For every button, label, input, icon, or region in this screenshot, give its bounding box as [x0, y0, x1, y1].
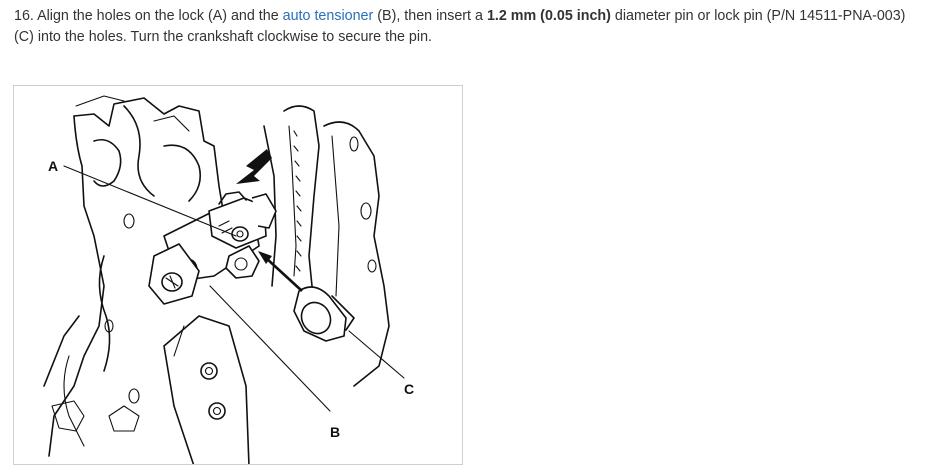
callout-label-b: B [330, 424, 340, 440]
pin-arrow-head-icon [258, 251, 272, 264]
step-text-part-1: Align the holes on the lock (A) and the [37, 8, 279, 24]
step-number: 16. [14, 8, 34, 24]
step-text-part-3: diameter pin or lock pin (P/N 14511-PNA-… [14, 8, 906, 45]
timing-belt-outline [263, 105, 390, 387]
step-instruction: 16. Align the holes on the lock (A) and … [14, 6, 919, 48]
callout-label-c: C [404, 381, 414, 397]
callout-leaders [63, 165, 405, 412]
tensioner-illustration: A B C [13, 85, 463, 465]
lower-bracket [163, 315, 250, 464]
leader-line-a [63, 165, 237, 237]
leader-line-c [348, 330, 405, 379]
push-arrow-icon [236, 149, 272, 184]
step-text-part-2: (B), then insert a [377, 8, 483, 24]
lock-pin [293, 286, 355, 342]
insert-direction-arrows [236, 149, 303, 292]
engine-block-outline [43, 95, 225, 457]
callout-label-a: A [48, 158, 58, 174]
tensioner-lock [208, 191, 277, 249]
leader-line-b [209, 285, 331, 412]
pin-diameter-spec: 1.2 mm (0.05 inch) [486, 8, 611, 24]
pin-arrow-shaft [265, 257, 303, 292]
tensioner-line-drawing: A B C [43, 95, 414, 464]
auto-tensioner-link[interactable]: auto tensioner [282, 8, 374, 24]
